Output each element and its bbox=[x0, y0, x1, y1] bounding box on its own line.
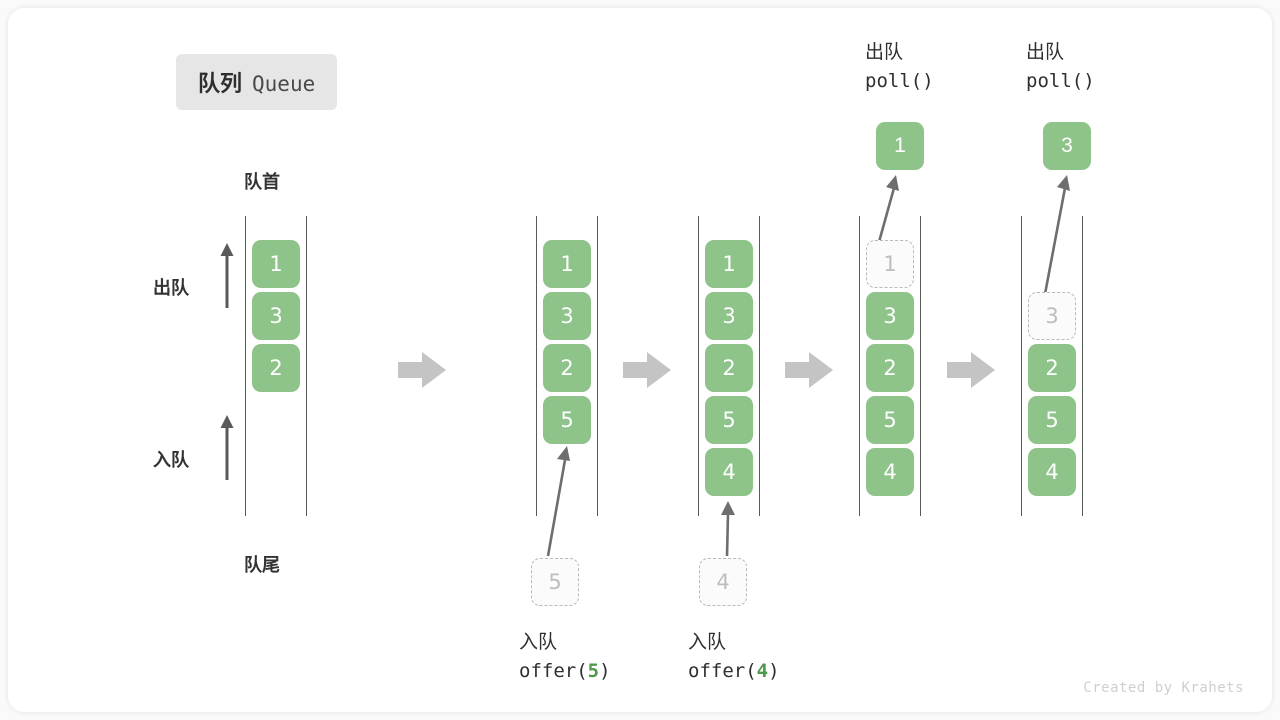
poll-3-call-prefix: poll( bbox=[1026, 70, 1084, 93]
queue-column-1: 1 3 2 bbox=[252, 240, 300, 392]
queue-cell: 3 bbox=[543, 292, 591, 340]
queue-rail-right-1 bbox=[306, 216, 307, 516]
queue-cell-removed: 3 bbox=[1028, 292, 1076, 340]
dequeue-direction-arrow-icon bbox=[220, 243, 234, 308]
queue-cell: 2 bbox=[543, 344, 591, 392]
queue-rail-left-4 bbox=[859, 216, 860, 516]
watermark: Created by Krahets bbox=[1083, 680, 1244, 696]
poll-3-arrow-icon bbox=[1043, 175, 1070, 295]
offer-5-ghost-cell: 5 bbox=[531, 558, 579, 606]
queue-cell: 5 bbox=[1028, 396, 1076, 444]
title-cn: 队列 bbox=[198, 71, 243, 96]
queue-column-3: 1 3 2 5 4 bbox=[705, 240, 753, 496]
offer-5-label-call: offer(5) bbox=[519, 657, 611, 686]
queue-cell: 3 bbox=[705, 292, 753, 340]
offer-4-label-call: offer(4) bbox=[688, 657, 780, 686]
queue-cell: 1 bbox=[705, 240, 753, 288]
step-arrow-icon bbox=[947, 352, 995, 388]
offer-5-call-prefix: offer( bbox=[519, 660, 588, 683]
offer-5-call-suffix: ) bbox=[599, 660, 611, 683]
step-arrow-icon bbox=[623, 352, 671, 388]
diagram-canvas: 队列 Queue 队首 队尾 出队 入队 1 3 2 1 3 2 5 bbox=[8, 8, 1272, 712]
enqueue-direction-label: 入队 bbox=[153, 450, 189, 470]
offer-5-arrow-icon bbox=[546, 446, 570, 557]
poll-1-label: 出队 poll() bbox=[865, 38, 934, 97]
queue-cell-removed: 1 bbox=[866, 240, 914, 288]
queue-cell: 1 bbox=[252, 240, 300, 288]
poll-3-label-call: poll() bbox=[1026, 67, 1095, 96]
offer-4-call-num: 4 bbox=[756, 660, 769, 683]
poll-3-call-suffix: ) bbox=[1083, 70, 1095, 93]
offer-4-call-prefix: offer( bbox=[688, 660, 757, 683]
queue-cell-new: 5 bbox=[543, 396, 591, 444]
queue-cell: 4 bbox=[1028, 448, 1076, 496]
step-arrow-icon bbox=[785, 352, 833, 388]
queue-column-2: 1 3 2 5 bbox=[543, 240, 591, 444]
offer-5-label: 入队 offer(5) bbox=[519, 628, 611, 687]
queue-column-5: 3 2 5 4 bbox=[1028, 292, 1076, 496]
poll-1-popped-cell: 1 bbox=[876, 122, 924, 170]
dequeue-direction-label: 出队 bbox=[153, 278, 189, 298]
poll-1-call-suffix: ) bbox=[922, 70, 934, 93]
queue-cell: 4 bbox=[866, 448, 914, 496]
queue-rail-left-1 bbox=[245, 216, 246, 516]
title-en: Queue bbox=[252, 72, 316, 96]
queue-cell: 2 bbox=[252, 344, 300, 392]
poll-1-arrow-icon bbox=[877, 175, 899, 243]
queue-cell: 5 bbox=[705, 396, 753, 444]
queue-column-4: 1 3 2 5 4 bbox=[866, 240, 914, 496]
queue-cell-new: 4 bbox=[705, 448, 753, 496]
queue-rail-left-5 bbox=[1021, 216, 1022, 516]
offer-4-ghost-cell: 4 bbox=[699, 558, 747, 606]
queue-tail-label: 队尾 bbox=[244, 555, 280, 575]
queue-cell: 1 bbox=[543, 240, 591, 288]
offer-4-arrow-icon bbox=[721, 501, 735, 557]
queue-rail-right-4 bbox=[920, 216, 921, 516]
offer-4-label-line1: 入队 bbox=[688, 632, 727, 653]
queue-head-label: 队首 bbox=[244, 172, 280, 192]
queue-rail-right-2 bbox=[597, 216, 598, 516]
queue-cell: 2 bbox=[705, 344, 753, 392]
queue-rail-right-3 bbox=[759, 216, 760, 516]
poll-3-popped-cell: 3 bbox=[1043, 122, 1091, 170]
queue-cell: 3 bbox=[866, 292, 914, 340]
offer-5-label-line1: 入队 bbox=[519, 632, 558, 653]
poll-1-call-prefix: poll( bbox=[865, 70, 923, 93]
offer-4-call-suffix: ) bbox=[768, 660, 780, 683]
poll-1-label-call: poll() bbox=[865, 67, 934, 96]
offer-4-label: 入队 offer(4) bbox=[688, 628, 780, 687]
queue-rail-left-3 bbox=[698, 216, 699, 516]
queue-cell: 3 bbox=[252, 292, 300, 340]
enqueue-direction-arrow-icon bbox=[220, 415, 234, 480]
queue-cell: 2 bbox=[866, 344, 914, 392]
queue-cell: 2 bbox=[1028, 344, 1076, 392]
queue-rail-left-2 bbox=[536, 216, 537, 516]
poll-3-label: 出队 poll() bbox=[1026, 38, 1095, 97]
poll-3-label-line1: 出队 bbox=[1026, 42, 1065, 63]
queue-cell: 5 bbox=[866, 396, 914, 444]
queue-rail-right-5 bbox=[1082, 216, 1083, 516]
title-badge: 队列 Queue bbox=[176, 54, 338, 110]
offer-5-call-num: 5 bbox=[587, 660, 600, 683]
poll-1-label-line1: 出队 bbox=[865, 42, 904, 63]
step-arrow-icon bbox=[398, 352, 446, 388]
